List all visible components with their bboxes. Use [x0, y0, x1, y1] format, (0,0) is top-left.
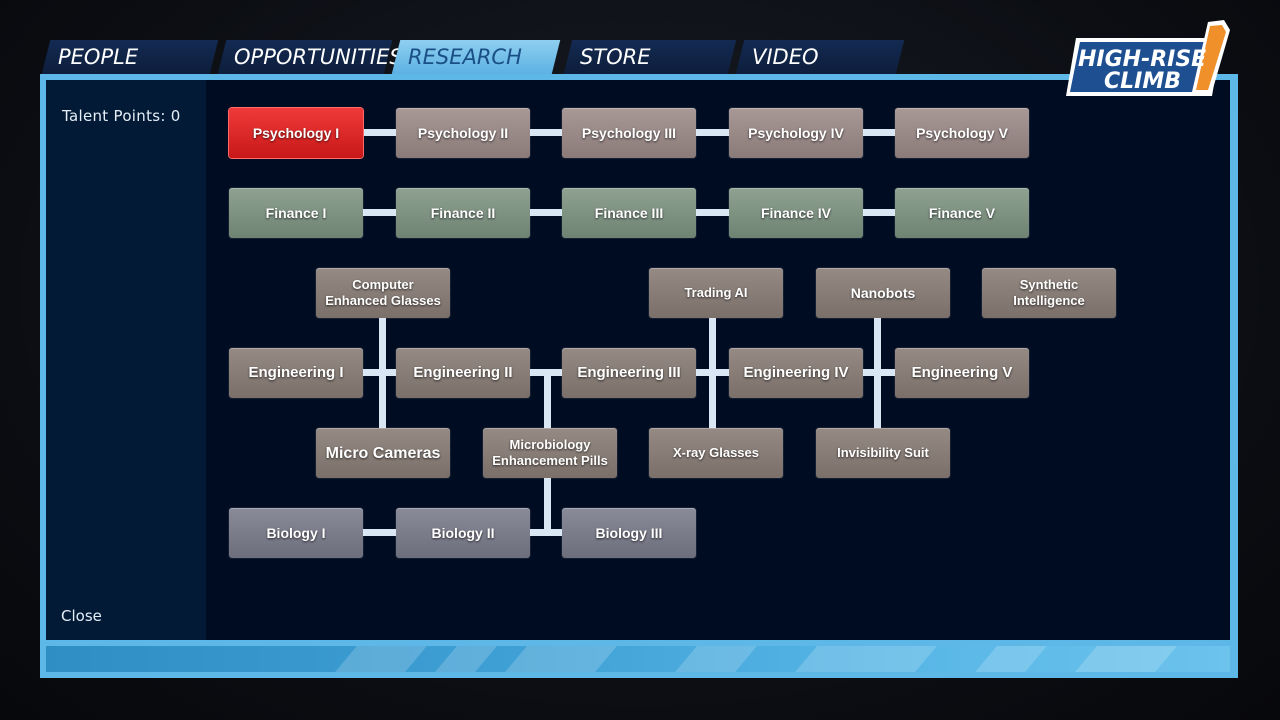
tab-people[interactable]: PEOPLE	[41, 40, 219, 74]
tab-video[interactable]: VIDEO	[735, 40, 905, 74]
node-psychology-5[interactable]: Psychology V	[895, 108, 1029, 158]
footer-bar	[46, 646, 1230, 672]
node-xray-glasses[interactable]: X-ray Glasses	[649, 428, 783, 478]
node-psychology-2[interactable]: Psychology II	[396, 108, 530, 158]
tab-people-label: PEOPLE	[58, 45, 139, 69]
node-finance-1[interactable]: Finance I	[229, 188, 363, 238]
node-finance-4[interactable]: Finance IV	[729, 188, 863, 238]
node-engineering-1[interactable]: Engineering I	[229, 348, 363, 398]
tab-store-label: STORE	[580, 45, 651, 69]
tab-opportunities-label: OPPORTUNITIES	[234, 45, 403, 69]
node-invisibility-suit[interactable]: Invisibility Suit	[816, 428, 950, 478]
sidebar	[46, 80, 206, 640]
node-engineering-3[interactable]: Engineering III	[562, 348, 696, 398]
logo-line1: HIGH-RISE	[1078, 47, 1206, 72]
high-rise-climb-logo: HIGH-RISE CLIMB	[1066, 20, 1230, 96]
node-microbiology-enhancement-pills[interactable]: Microbiology Enhancement Pills	[483, 428, 617, 478]
connector-pills-bio	[544, 478, 551, 534]
node-biology-2[interactable]: Biology II	[396, 508, 530, 558]
connector-nanobots-suit	[874, 318, 881, 428]
node-trading-ai[interactable]: Trading AI	[649, 268, 783, 318]
tab-research[interactable]: RESEARCH	[391, 40, 561, 74]
tab-bar: PEOPLE OPPORTUNITIES RESEARCH STORE VIDE…	[40, 40, 940, 74]
node-psychology-3[interactable]: Psychology III	[562, 108, 696, 158]
node-psychology-1[interactable]: Psychology I	[229, 108, 363, 158]
tab-research-label: RESEARCH	[408, 45, 522, 69]
talent-points: Talent Points: 0	[62, 107, 181, 125]
node-engineering-4[interactable]: Engineering IV	[729, 348, 863, 398]
node-biology-3[interactable]: Biology III	[562, 508, 696, 558]
node-finance-2[interactable]: Finance II	[396, 188, 530, 238]
connector-ai-xray	[709, 318, 716, 428]
tab-opportunities[interactable]: OPPORTUNITIES	[217, 40, 403, 74]
node-engineering-5[interactable]: Engineering V	[895, 348, 1029, 398]
logo-line2: CLIMB	[1104, 69, 1181, 94]
node-synthetic-intelligence[interactable]: Synthetic Intelligence	[982, 268, 1116, 318]
node-engineering-2[interactable]: Engineering II	[396, 348, 530, 398]
node-psychology-4[interactable]: Psychology IV	[729, 108, 863, 158]
connector-glasses-cameras	[379, 318, 386, 428]
node-nanobots[interactable]: Nanobots	[816, 268, 950, 318]
research-tree-panel	[206, 80, 1230, 640]
tab-store[interactable]: STORE	[563, 40, 737, 74]
node-finance-3[interactable]: Finance III	[562, 188, 696, 238]
tab-video-label: VIDEO	[752, 45, 819, 69]
node-finance-5[interactable]: Finance V	[895, 188, 1029, 238]
node-computer-enhanced-glasses[interactable]: Computer Enhanced Glasses	[316, 268, 450, 318]
node-biology-1[interactable]: Biology I	[229, 508, 363, 558]
node-micro-cameras[interactable]: Micro Cameras	[316, 428, 450, 478]
connector-eng-pills	[544, 372, 551, 428]
close-button[interactable]: Close	[61, 607, 102, 625]
